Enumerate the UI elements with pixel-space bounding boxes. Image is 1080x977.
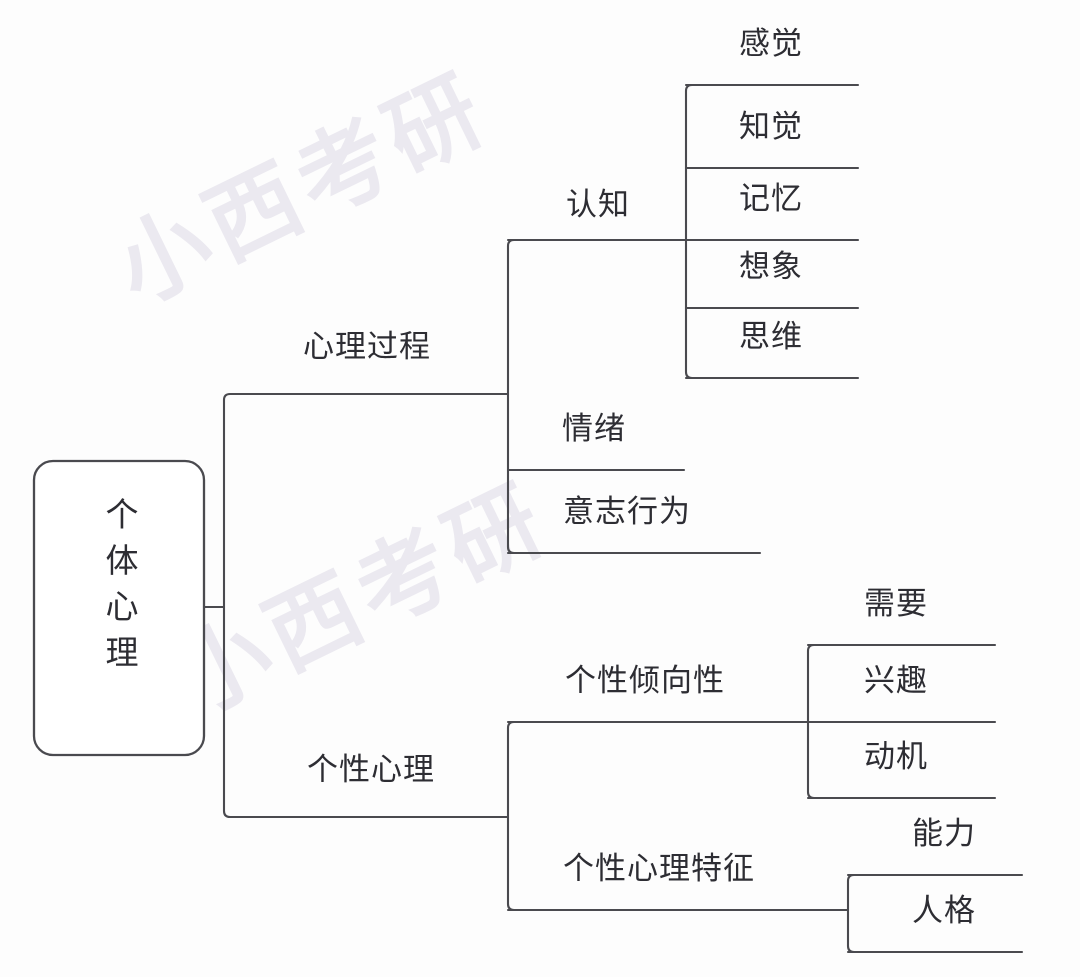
node-label-mental-process[interactable]: 心理过程 — [303, 329, 431, 365]
node-label-imagination[interactable]: 想象 — [739, 249, 803, 285]
node-label-personality-traits[interactable]: 个性心理特征 — [563, 851, 755, 887]
node-label-emotion[interactable]: 情绪 — [562, 411, 626, 447]
node-label-ability[interactable]: 能力 — [912, 816, 976, 852]
node-label-need[interactable]: 需要 — [864, 586, 928, 622]
node-label-character[interactable]: 人格 — [912, 893, 976, 929]
node-label-cognition[interactable]: 认知 — [566, 187, 630, 223]
node-label-personality-tendency[interactable]: 个性倾向性 — [565, 663, 725, 699]
node-label-motivation[interactable]: 动机 — [864, 739, 928, 775]
spine-mental-process-children — [506, 238, 526, 555]
spine-level1 — [222, 392, 244, 819]
spine-personality-children — [506, 720, 526, 912]
node-label-thinking[interactable]: 思维 — [739, 319, 803, 355]
spine-traits-children — [846, 873, 866, 954]
node-label-interest[interactable]: 兴趣 — [864, 663, 928, 699]
node-label-volition[interactable]: 意志行为 — [563, 494, 691, 530]
node-label-personality-psychology[interactable]: 个性心理 — [307, 752, 435, 788]
spine-cognition-children — [684, 83, 704, 380]
node-label-perception[interactable]: 知觉 — [739, 109, 803, 145]
node-label-sensation[interactable]: 感觉 — [739, 26, 803, 62]
node-label-memory[interactable]: 记忆 — [739, 181, 803, 217]
root-node-label: 个体心理 — [100, 497, 139, 681]
